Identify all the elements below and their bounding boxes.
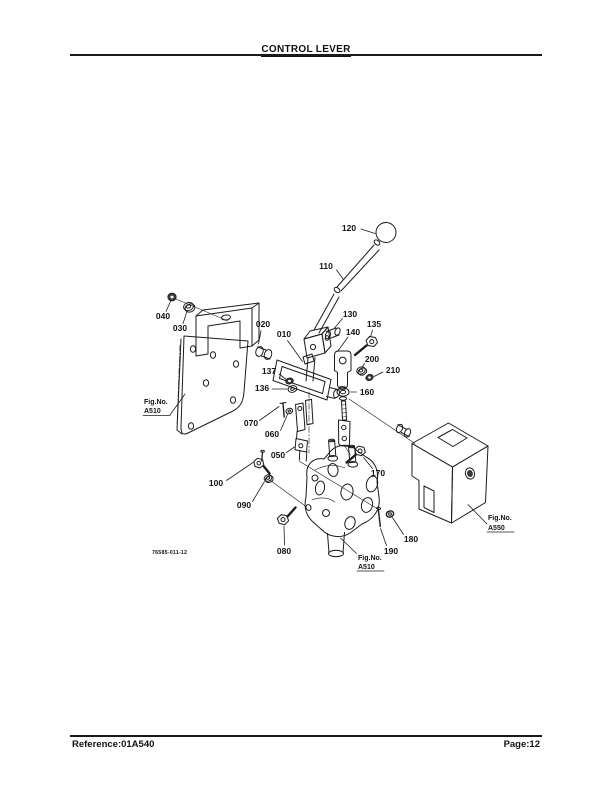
bracket-010	[272, 353, 340, 401]
washer-090	[263, 474, 307, 507]
figref-a550: Fig.No. A550	[467, 504, 515, 533]
bolt-170	[345, 445, 366, 464]
callout-060: 060	[265, 429, 279, 439]
footer-rule	[70, 735, 542, 737]
cover-a550	[348, 398, 489, 524]
callout-050: 050	[271, 450, 285, 460]
callout-160: 160	[360, 387, 374, 397]
callout-100: 100	[209, 478, 223, 488]
callout-070: 070	[244, 418, 258, 428]
control-lever	[313, 222, 397, 334]
nut-040	[167, 292, 177, 302]
callout-080: 080	[277, 546, 291, 556]
callout-210: 210	[386, 365, 400, 375]
callout-136: 136	[255, 383, 269, 393]
washer-030	[175, 298, 229, 322]
pin-190	[376, 506, 382, 528]
mounting-plate	[176, 335, 249, 435]
figref-code: A510	[358, 564, 375, 571]
callout-090: 090	[237, 500, 251, 510]
nut-137	[285, 377, 294, 385]
bolt-080	[276, 506, 297, 526]
washer-180	[385, 510, 395, 518]
nut-136	[287, 385, 298, 393]
callout-110: 110	[319, 261, 333, 271]
figref-code: A510	[144, 408, 161, 415]
callout-135: 135	[367, 319, 381, 329]
sleeve-bushing	[395, 423, 412, 438]
bolt-100	[253, 449, 271, 475]
drawing-number: 76585-011-12	[152, 550, 187, 556]
callout-137: 137	[262, 366, 276, 376]
callout-030: 030	[173, 323, 187, 333]
washer-060	[285, 407, 294, 415]
pivot-block	[303, 326, 332, 454]
footer-reference: Reference:01A540	[72, 739, 155, 750]
figref-label: Fig.No.	[358, 555, 382, 562]
construction-lines	[298, 460, 377, 509]
page-header: CONTROL LEVER	[72, 39, 540, 57]
nut-210	[365, 373, 374, 382]
callout-170: 170	[371, 468, 385, 478]
callout-labels: 120 110 130 135 140 020 010 200 210 137 …	[156, 223, 418, 556]
callout-200: 200	[365, 354, 379, 364]
figref-a510-bottom: Fig.No. A510	[340, 537, 385, 572]
bushing-020	[255, 346, 273, 360]
page-title: CONTROL LEVER	[261, 44, 351, 57]
bolt-135	[353, 336, 378, 357]
callout-190: 190	[384, 546, 398, 556]
rod-150	[338, 400, 351, 456]
footer-page-number: Page:12	[503, 739, 540, 750]
figref-a510-left: Fig.No. A510	[142, 393, 186, 416]
callout-130: 130	[343, 309, 357, 319]
callout-120: 120	[342, 223, 356, 233]
callout-140: 140	[346, 327, 360, 337]
bushing-130	[324, 327, 341, 340]
figref-label: Fig.No.	[144, 399, 168, 406]
valve-body	[304, 438, 380, 558]
figref-code: A550	[488, 525, 505, 532]
washer-200	[356, 366, 368, 376]
link-050	[294, 398, 314, 462]
top-bracket	[195, 302, 260, 357]
clevis-140	[334, 350, 352, 390]
leader-lines	[165, 228, 404, 546]
callout-020: 020	[256, 319, 270, 329]
callout-180: 180	[404, 534, 418, 544]
header-rule	[70, 54, 542, 56]
callout-040: 040	[156, 311, 170, 321]
callout-010: 010	[277, 329, 291, 339]
figref-label: Fig.No.	[488, 515, 512, 522]
pin-070	[279, 402, 287, 418]
nut-160	[336, 387, 350, 401]
